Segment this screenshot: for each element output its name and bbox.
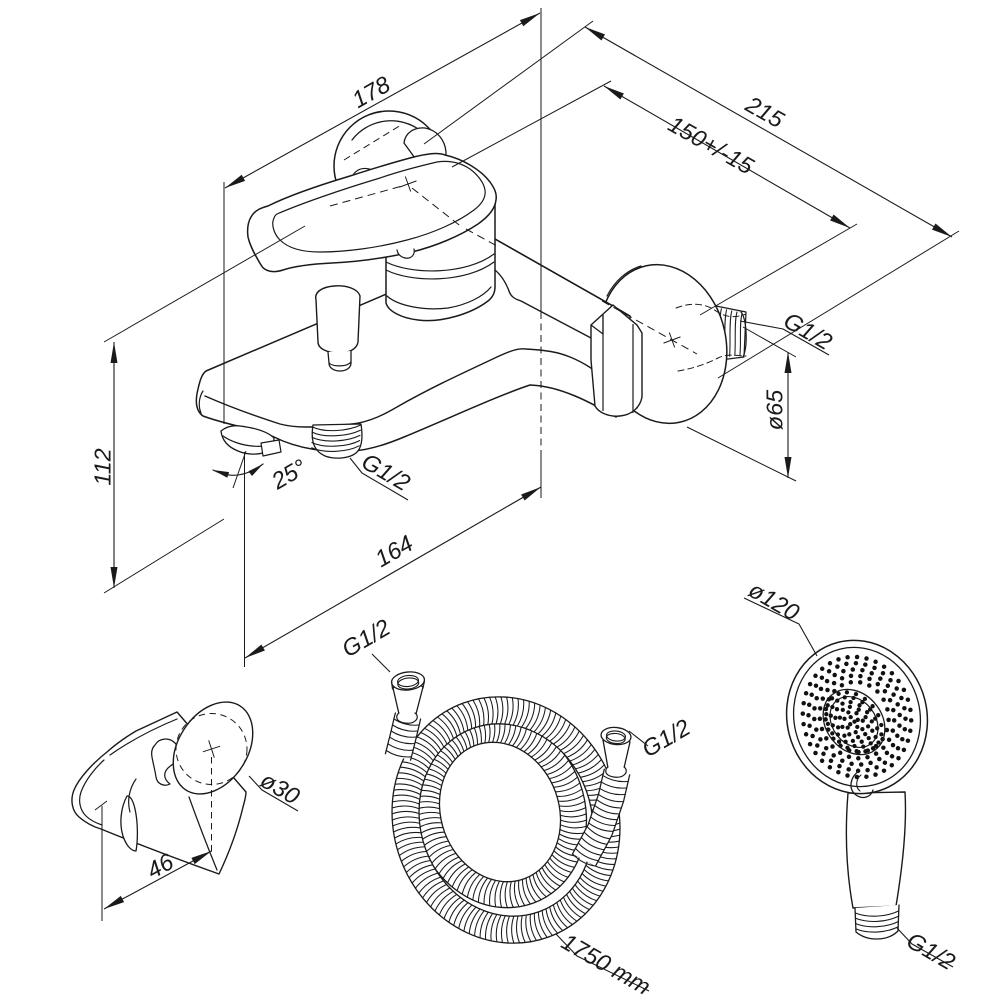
svg-text:ø65: ø65 [762, 389, 788, 430]
svg-text:112: 112 [90, 448, 116, 485]
